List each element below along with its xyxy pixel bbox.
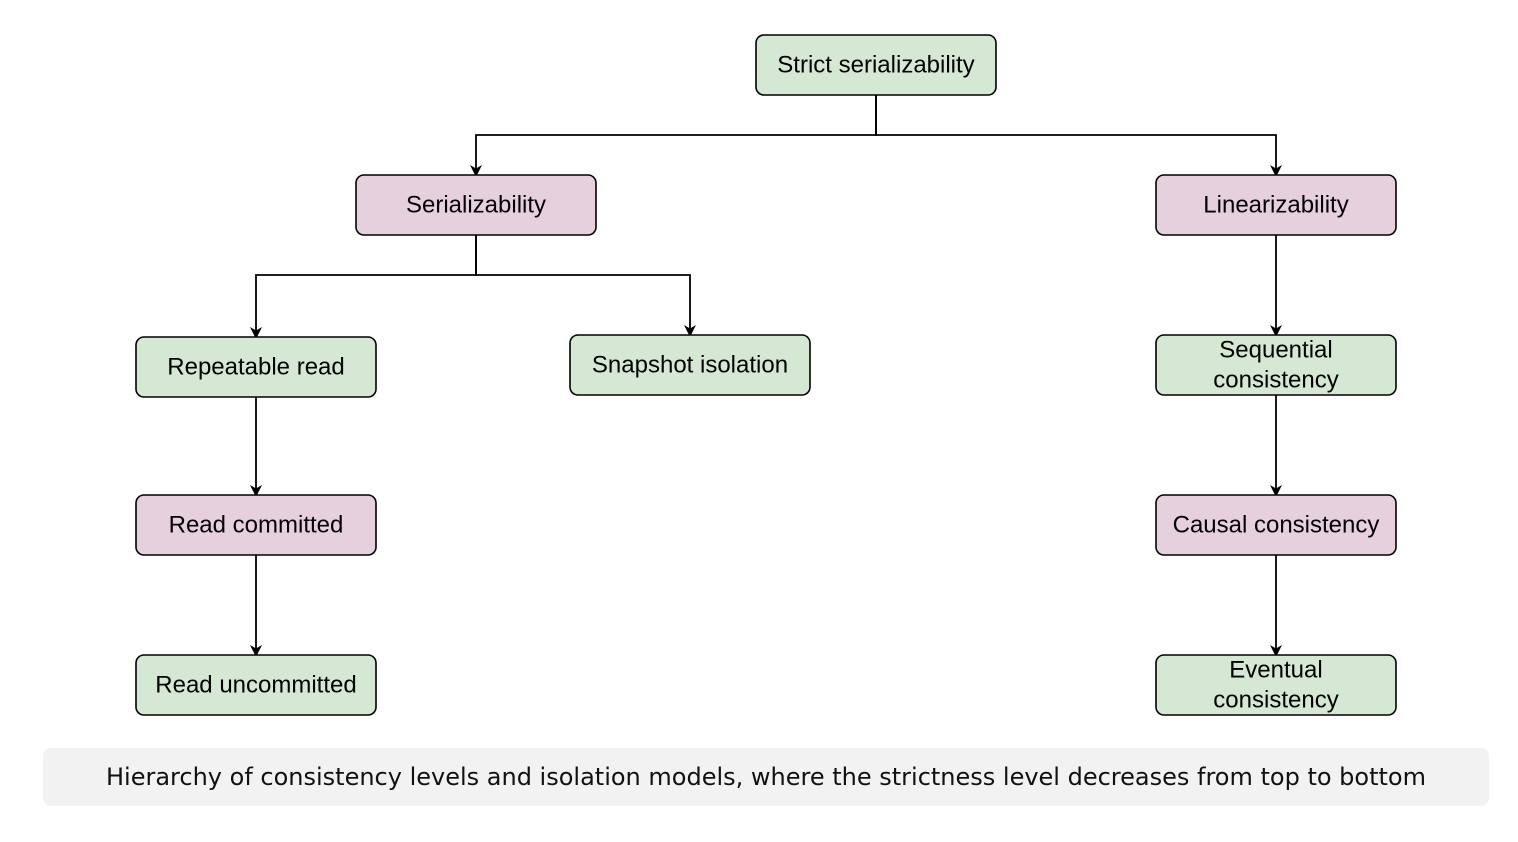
node-label-serializability: Serializability bbox=[406, 192, 546, 219]
edges-layer bbox=[250, 95, 1282, 657]
node-label-read-uncommitted: Read uncommitted bbox=[155, 672, 356, 699]
node-label-eventual-consistency-line-1: Eventual bbox=[1229, 657, 1322, 684]
edge-serializability-to-snapshot-isolation bbox=[475, 235, 696, 337]
node-box-causal-consistency bbox=[1155, 494, 1397, 556]
node-strict-serializability: Strict serializability bbox=[755, 34, 997, 96]
node-label-causal-consistency: Causal consistency bbox=[1173, 512, 1380, 539]
node-sequential-consistency: Sequential consistency bbox=[1155, 334, 1397, 396]
node-label-read-committed: Read committed bbox=[169, 512, 344, 539]
node-linearizability: Linearizability bbox=[1155, 174, 1397, 236]
edge-strict-serializability-to-serializability bbox=[470, 95, 877, 177]
node-label-sequential-consistency-line-2: consistency bbox=[1213, 367, 1338, 394]
node-eventual-consistency: Eventual consistency bbox=[1155, 654, 1397, 716]
node-causal-consistency: Causal consistency bbox=[1155, 494, 1397, 556]
node-label-sequential-consistency-line-1: Sequential bbox=[1219, 337, 1332, 364]
node-box-read-uncommitted bbox=[135, 654, 377, 716]
node-label-linearizability: Linearizability bbox=[1203, 192, 1348, 219]
node-label-snapshot-isolation: Snapshot isolation bbox=[592, 352, 788, 379]
node-label-repeatable-read: Repeatable read bbox=[167, 354, 344, 381]
edge-strict-serializability-to-linearizability bbox=[875, 95, 1282, 177]
caption-box: Hierarchy of consistency levels and isol… bbox=[43, 748, 1489, 806]
node-label-eventual-consistency-line-2: consistency bbox=[1213, 687, 1338, 714]
node-box-linearizability bbox=[1155, 174, 1397, 236]
node-label-strict-serializability: Strict serializability bbox=[777, 52, 974, 79]
edge-serializability-to-repeatable-read bbox=[250, 235, 477, 339]
node-box-snapshot-isolation bbox=[569, 334, 811, 396]
caption-text: Hierarchy of consistency levels and isol… bbox=[106, 763, 1426, 791]
node-box-repeatable-read bbox=[135, 336, 377, 398]
node-box-read-committed bbox=[135, 494, 377, 556]
node-box-sequential-consistency bbox=[1155, 334, 1397, 396]
node-read-committed: Read committed bbox=[135, 494, 377, 556]
node-box-eventual-consistency bbox=[1155, 654, 1397, 716]
node-box-serializability bbox=[355, 174, 597, 236]
node-box-strict-serializability bbox=[755, 34, 997, 96]
node-repeatable-read: Repeatable read bbox=[135, 336, 377, 398]
node-serializability: Serializability bbox=[355, 174, 597, 236]
node-snapshot-isolation: Snapshot isolation bbox=[569, 334, 811, 396]
node-read-uncommitted: Read uncommitted bbox=[135, 654, 377, 716]
